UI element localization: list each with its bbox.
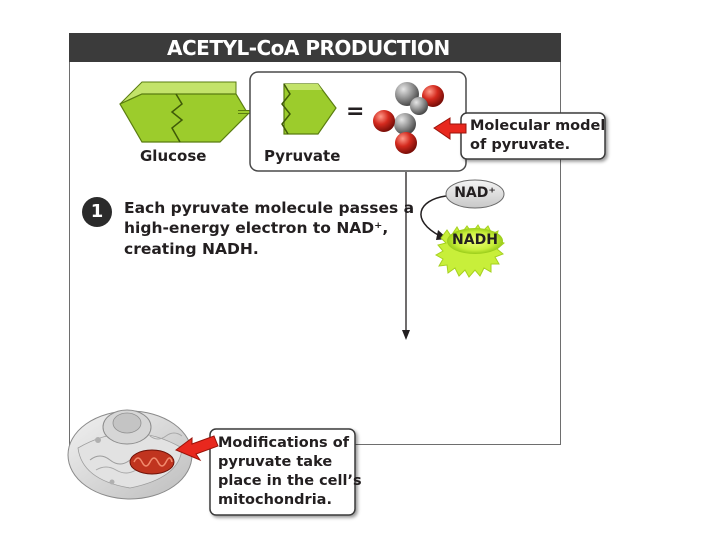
step-text-line-1: Each pyruvate molecule passes a xyxy=(124,199,415,217)
molecule-callout-line-2: of pyruvate. xyxy=(470,137,571,153)
nad-label: NAD⁺ xyxy=(454,185,496,201)
glucose-molecule xyxy=(119,81,249,143)
pyruvate-ball-model xyxy=(373,82,444,154)
mitochondrion xyxy=(129,449,175,475)
molecule-callout-arrow xyxy=(433,117,467,140)
molecule-callout-box xyxy=(460,112,606,160)
diagram-title: ACETYL-CoA PRODUCTION xyxy=(69,33,561,62)
flow-arrow xyxy=(402,172,410,340)
cell-illustration xyxy=(67,409,193,500)
nadh-glow xyxy=(434,224,505,278)
pyruvate-label: Pyruvate xyxy=(264,147,341,165)
nadh-label: NADH xyxy=(452,232,498,248)
step-number-badge xyxy=(82,197,112,227)
cell-callout-line-4: mitochondria. xyxy=(218,492,332,508)
equals-sign: = xyxy=(346,99,365,124)
step-text-line-2: high-energy electron to NAD⁺, xyxy=(124,219,389,237)
step-number: 1 xyxy=(90,201,104,222)
cell-callout-arrow xyxy=(175,435,219,462)
glucose-label: Glucose xyxy=(140,147,207,165)
cell-callout-line-1: Modifications of xyxy=(218,435,350,451)
molecule-callout-line-1: Molecular model xyxy=(470,118,606,134)
step-text-line-3: creating NADH. xyxy=(124,240,259,258)
cell-callout-box xyxy=(209,428,356,516)
pyruvate-molecule xyxy=(281,83,337,135)
cell-callout-line-2: pyruvate take xyxy=(218,454,333,470)
cell-callout-line-3: place in the cell’s xyxy=(218,473,362,489)
nad-pill xyxy=(445,179,505,209)
